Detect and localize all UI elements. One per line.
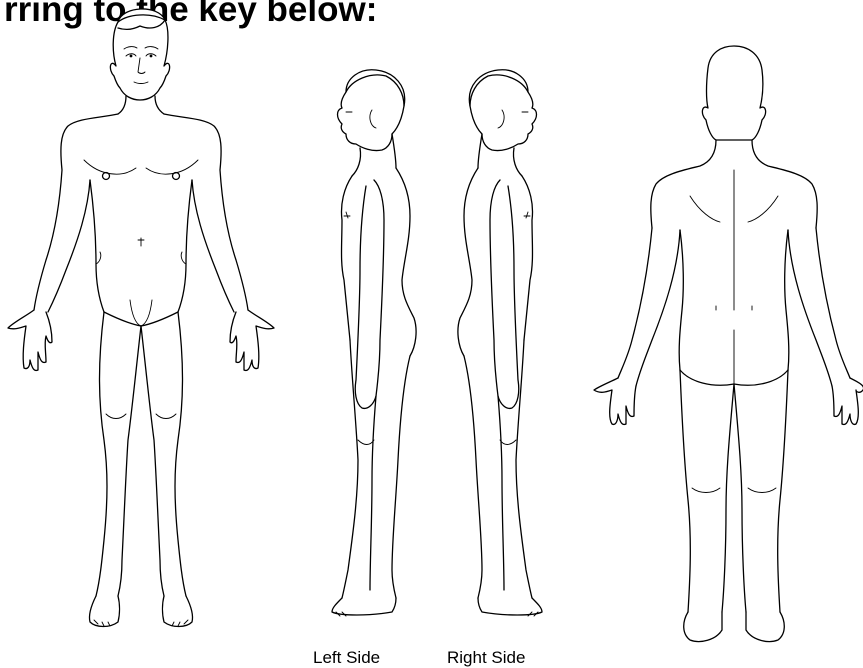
front-body-figure	[8, 9, 274, 627]
back-body-figure	[594, 46, 863, 642]
left-side-body-figure	[332, 70, 416, 616]
right-side-label: Right Side	[447, 648, 525, 668]
left-side-label: Left Side	[313, 648, 380, 668]
right-side-body-figure	[458, 70, 542, 616]
